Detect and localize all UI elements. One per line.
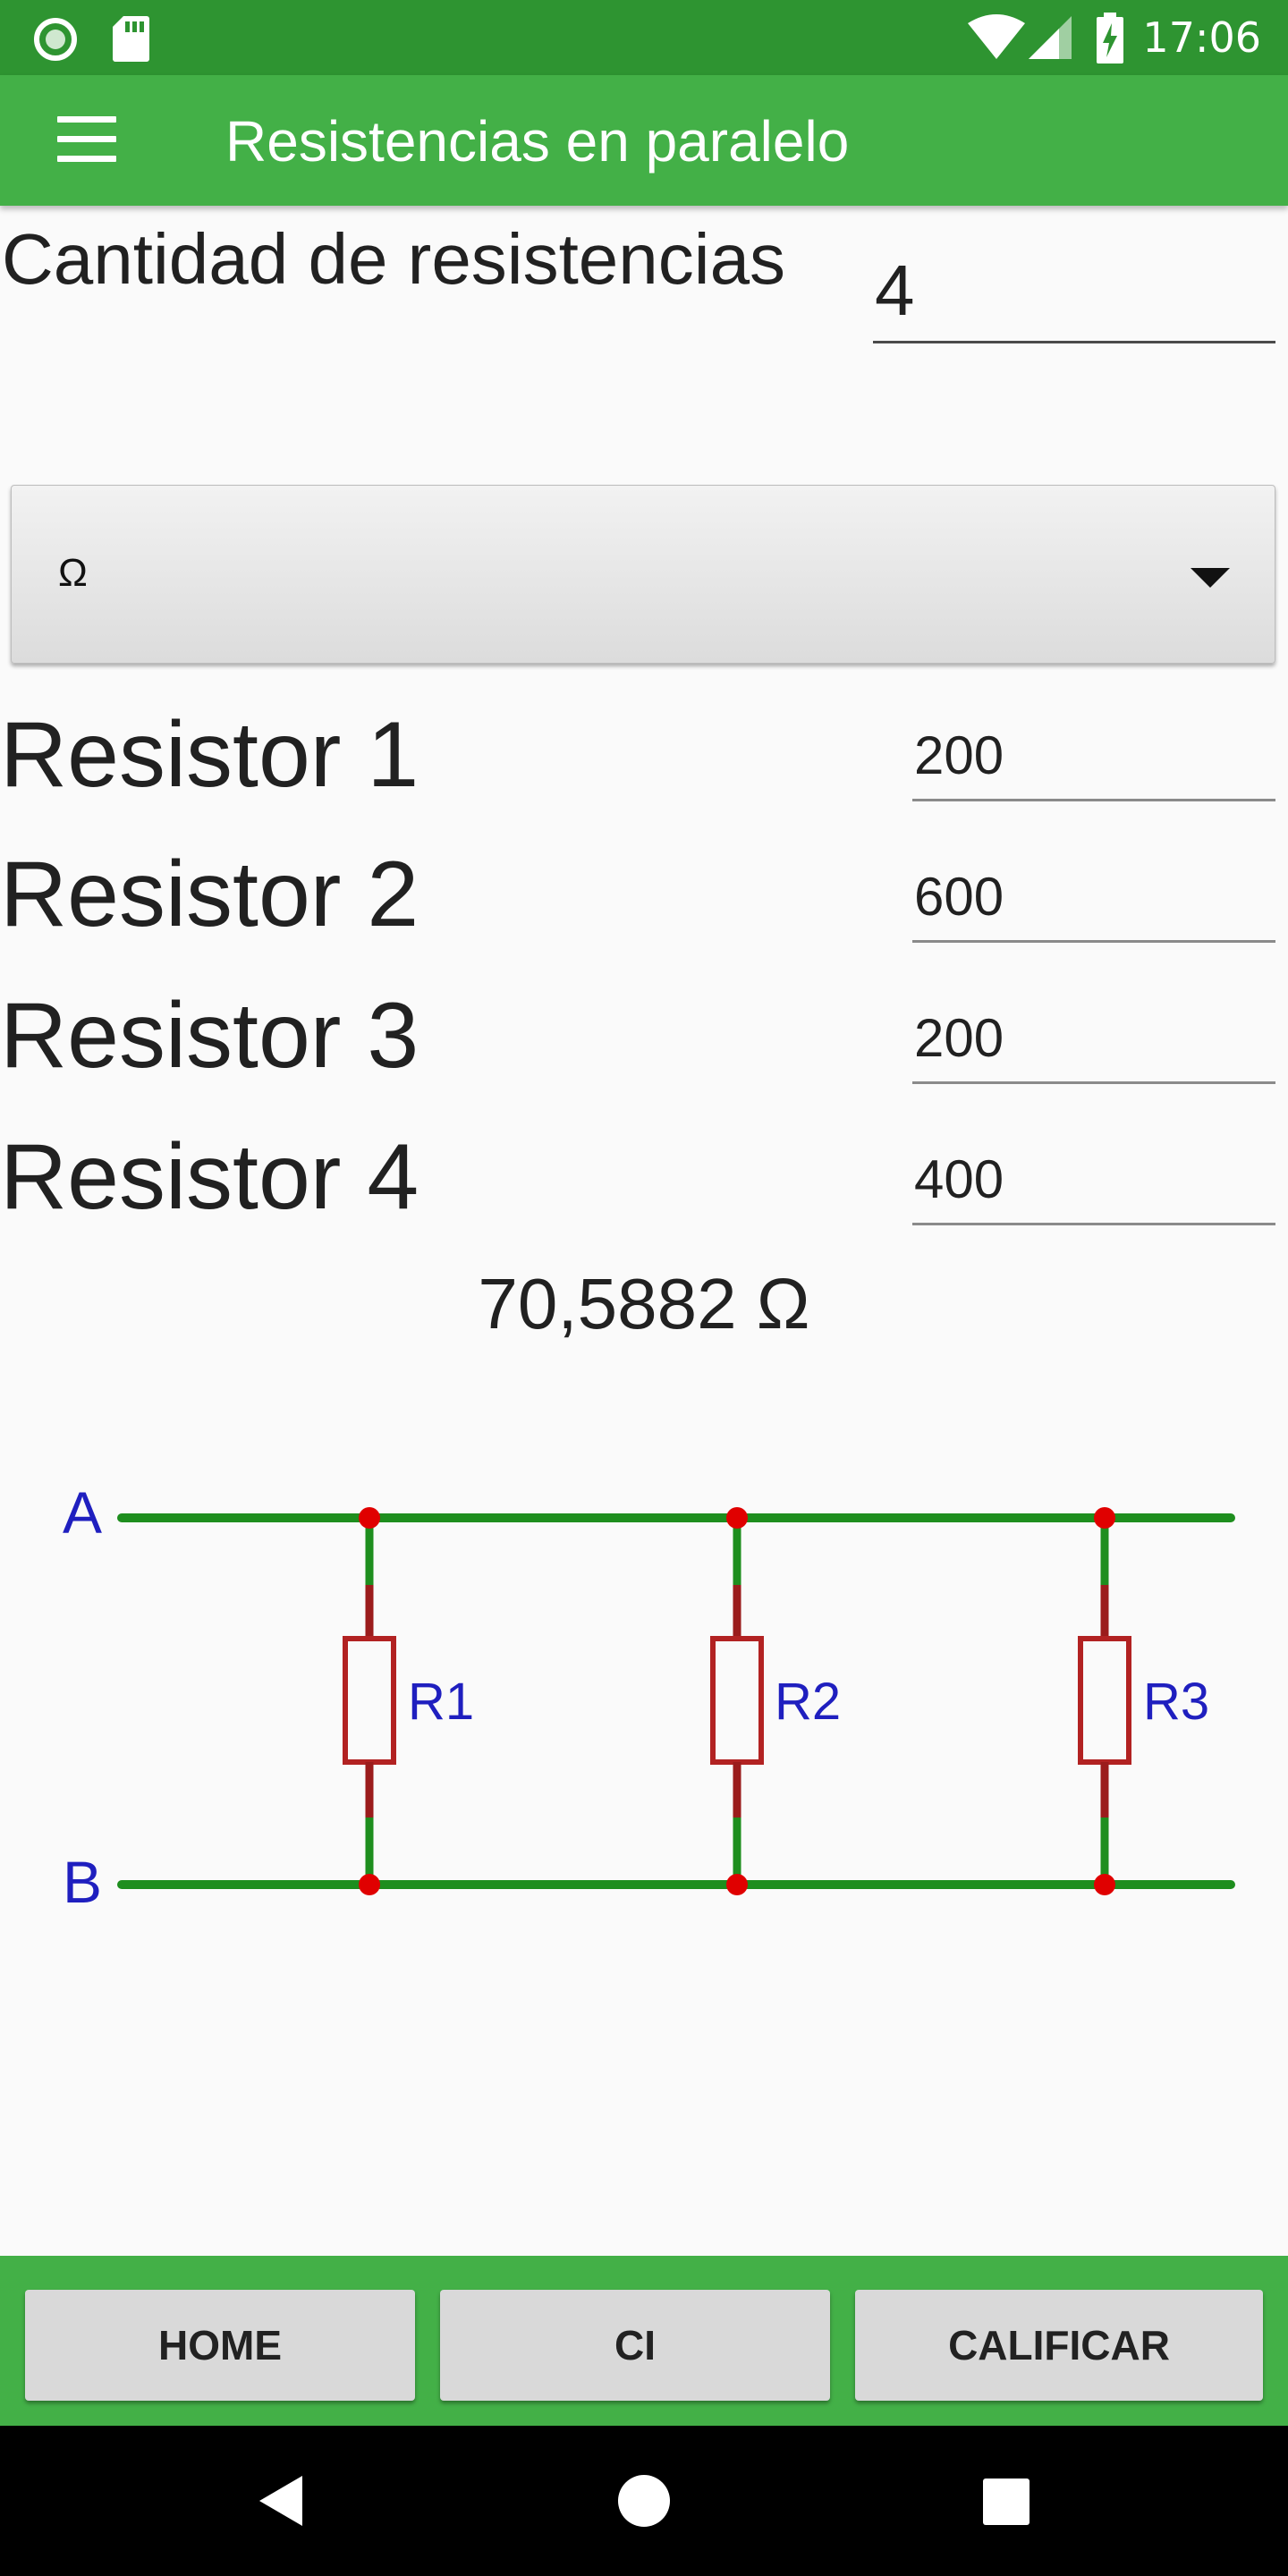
back-icon[interactable]: [256, 2472, 306, 2529]
resistor-2-label: Resistor 2: [0, 843, 419, 946]
signal-icon: [1029, 16, 1072, 59]
home-button[interactable]: HOME: [25, 2290, 415, 2401]
resistor-r3-label: R3: [1143, 1673, 1209, 1731]
unit-dropdown[interactable]: Ω: [11, 485, 1275, 664]
resistor-r2: [710, 1507, 764, 1895]
resistor-3-label: Resistor 3: [0, 984, 419, 1088]
parallel-circuit-diagram: A B R1 R2 R3: [63, 1479, 1235, 1915]
resistor-2-input[interactable]: [912, 853, 1275, 943]
ci-button[interactable]: CI: [440, 2290, 830, 2401]
sd-card-icon: [113, 16, 149, 62]
resistor-4-input[interactable]: [912, 1136, 1275, 1225]
app-bar: Resistencias en paralelo: [0, 75, 1288, 206]
resistor-4-label: Resistor 4: [0, 1125, 419, 1229]
resistor-r2-label: R2: [775, 1673, 841, 1731]
unit-selected-value: Ω: [58, 551, 88, 595]
resistor-1-label: Resistor 1: [0, 703, 419, 807]
status-time: 17:06: [1142, 13, 1261, 62]
node-b-label: B: [63, 1849, 102, 1915]
status-bar: 17:06: [0, 0, 1288, 75]
dropdown-arrow-icon: [1191, 568, 1230, 588]
equivalent-resistance-result: 70,5882 Ω: [478, 1264, 810, 1343]
bottom-button-bar: HOME CI CALIFICAR: [0, 2256, 1288, 2426]
system-navigation-bar: [0, 2426, 1288, 2576]
calificar-button[interactable]: CALIFICAR: [855, 2290, 1263, 2401]
wifi-icon: [968, 14, 1025, 59]
resistor-1-input[interactable]: [912, 712, 1275, 801]
recents-square-icon[interactable]: [982, 2478, 1030, 2526]
resistor-r3: [1078, 1507, 1131, 1895]
resistor-r1: [343, 1507, 396, 1895]
node-a-label: A: [63, 1479, 102, 1546]
home-circle-icon[interactable]: [617, 2474, 671, 2528]
battery-charging-icon: [1097, 13, 1123, 64]
hamburger-menu-icon[interactable]: [36, 111, 116, 170]
resistor-r1-label: R1: [408, 1673, 474, 1731]
app-title: Resistencias en paralelo: [225, 109, 850, 174]
quantity-label: Cantidad de resistencias: [2, 219, 786, 299]
record-icon: [34, 18, 77, 61]
quantity-input[interactable]: [873, 240, 1275, 343]
resistor-3-input[interactable]: [912, 995, 1275, 1084]
